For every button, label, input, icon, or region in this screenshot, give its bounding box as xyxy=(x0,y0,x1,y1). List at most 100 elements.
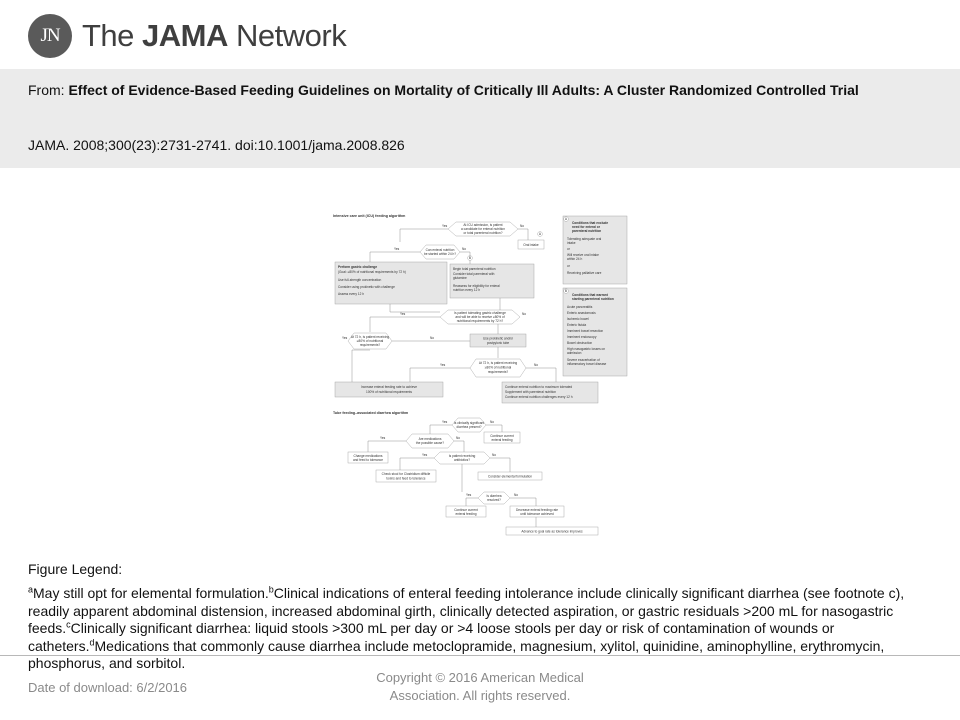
continue-feeding-box xyxy=(445,505,487,518)
condition-item: Imminent endoscopy xyxy=(567,335,597,339)
condition-item: intake xyxy=(567,241,576,245)
icu-algorithm-title: Intensive care unit (ICU) feeding algori… xyxy=(333,214,405,218)
node-text: the possible cause? xyxy=(416,441,444,445)
figure-legend-body: aMay still opt for elemental formulation… xyxy=(28,585,940,673)
condition-item: Enteric fistula xyxy=(567,323,586,327)
no-label: No xyxy=(522,312,526,316)
node-text: At 72 h, is patient receiving xyxy=(479,361,517,365)
conditions-exclude-box xyxy=(562,215,628,285)
node-text: toxins and feed to tolerance xyxy=(386,477,425,481)
node-text: Assess every 12 h xyxy=(338,292,364,296)
no-label: No xyxy=(520,224,524,228)
decision-node xyxy=(405,433,455,449)
footnote-text: Medications that commonly cause diarrhea… xyxy=(28,637,885,672)
condition-item: admission xyxy=(567,351,582,355)
footnote-text: May still opt for elemental formulation. xyxy=(33,585,269,601)
yes-label: Yes xyxy=(442,224,448,228)
condition-item: High nasogastric losses on xyxy=(567,347,605,351)
node-text: parenteral nutrition xyxy=(572,229,601,233)
logo-wordmark: The JAMA Network xyxy=(82,18,347,54)
condition-item: or xyxy=(567,247,571,251)
decision-node xyxy=(419,244,461,260)
node-text: 100% of nutritional requirements xyxy=(366,390,412,394)
connector xyxy=(510,497,537,506)
node-text: Is patient tolerating gastric challenge xyxy=(454,311,506,315)
yes-label: Yes xyxy=(342,336,348,340)
footnote-text: Clinically significant diarrhea: liquid … xyxy=(28,620,835,654)
node-text: or total parenteral nutrition? xyxy=(464,231,503,235)
connector xyxy=(367,440,406,452)
article-title[interactable]: Effect of Evidence-Based Feeding Guideli… xyxy=(68,82,859,98)
decision-node xyxy=(433,451,491,465)
node-text: Supplement with parenteral nutrition xyxy=(505,390,556,394)
parenteral-nutrition-box xyxy=(449,263,535,299)
node-text: and feed to tolerance xyxy=(353,458,383,462)
node-text: Change medications xyxy=(353,454,382,458)
node-text: resolved? xyxy=(487,498,501,502)
node-text: until tolerance achieved xyxy=(520,512,554,516)
marker-b xyxy=(467,255,473,261)
increase-feeding-box xyxy=(334,381,444,398)
node-text: enteral feeding xyxy=(455,512,476,516)
check-stool-box xyxy=(375,469,437,483)
decision-node xyxy=(447,221,519,237)
node-text: Perform gastric challenge xyxy=(338,265,377,269)
decision-node xyxy=(469,358,527,378)
node-text: and will be able to receive ≥80% of xyxy=(455,315,504,319)
node-text: (Goal: ≥80% of nutritional requirements … xyxy=(338,270,406,274)
no-label: No xyxy=(514,493,518,497)
no-label: No xyxy=(490,420,494,424)
yes-label: Yes xyxy=(380,436,386,440)
node-text: Conditions that exclude xyxy=(572,221,608,225)
node-text: requirements? xyxy=(488,370,509,374)
no-label: No xyxy=(462,247,466,251)
node-text: need for enteral or xyxy=(572,225,601,229)
footnote-marker: c xyxy=(66,619,71,630)
condition-item: Bowel obstruction xyxy=(567,341,592,345)
node-text: Consider total parenteral with xyxy=(453,272,495,276)
node-text: requirements? xyxy=(360,343,381,347)
condition-item: Ischemic bowel xyxy=(567,317,589,321)
copyright-notice: Copyright © 2016 American Medical Associ… xyxy=(376,670,584,703)
journal-reference: JAMA. 2008;300(23):2731-2741. doi:10.100… xyxy=(28,137,405,153)
node-text: Is clinically significant xyxy=(454,421,484,425)
node-text: Use full-strength concentration xyxy=(338,278,381,282)
connector xyxy=(399,228,448,242)
node-text: Continue enteral nutrition challenges ev… xyxy=(505,395,573,399)
condition-item: inflammatory bowel disease xyxy=(567,362,607,366)
yes-label: Yes xyxy=(394,247,400,251)
marker-b-text: B xyxy=(469,256,471,260)
process-node xyxy=(517,239,545,250)
node-text: Conditions that warrant xyxy=(572,293,609,297)
node-text: Can enteral nutrition xyxy=(426,248,455,252)
node-text: Check stool for Clostridium difficile xyxy=(382,472,431,476)
connector xyxy=(490,457,511,472)
condition-item: Tolerating adequate oral xyxy=(567,237,601,241)
connector xyxy=(399,457,434,470)
node-text: nutrition every 12 h xyxy=(453,288,480,292)
node-text: enteral feeding xyxy=(491,438,512,442)
no-label: No xyxy=(492,453,496,457)
condition-item: Will receive oral intake xyxy=(567,253,599,257)
node-text: Continue current xyxy=(490,434,514,438)
connector xyxy=(486,424,503,432)
node-text: nutritional requirements by 72 h? xyxy=(457,319,504,323)
jama-network-logo[interactable]: JN The JAMA Network xyxy=(28,12,347,60)
node-text: Is diarrhea xyxy=(486,494,501,498)
marker-a xyxy=(537,231,543,237)
condition-item: Enteric anastomosis xyxy=(567,311,596,315)
footnote-marker: a xyxy=(28,584,34,595)
node-text: ≥80% of nutritional xyxy=(485,366,512,370)
yes-label: Yes xyxy=(400,312,406,316)
node-text: Consider elemental formulation xyxy=(488,474,532,478)
no-label: No xyxy=(456,436,460,440)
node-text: Use prokinetic and/or xyxy=(483,337,514,341)
node-text: diarrhea present? xyxy=(457,425,482,429)
yes-label: Yes xyxy=(422,453,428,457)
node-text: At ICU admission, is patient xyxy=(463,223,502,227)
decision-node xyxy=(477,491,511,505)
node-text: Oral intake xyxy=(523,243,539,247)
decision-node xyxy=(347,332,393,350)
footnote-marker: d xyxy=(89,636,95,647)
condition-item: or xyxy=(567,264,571,268)
